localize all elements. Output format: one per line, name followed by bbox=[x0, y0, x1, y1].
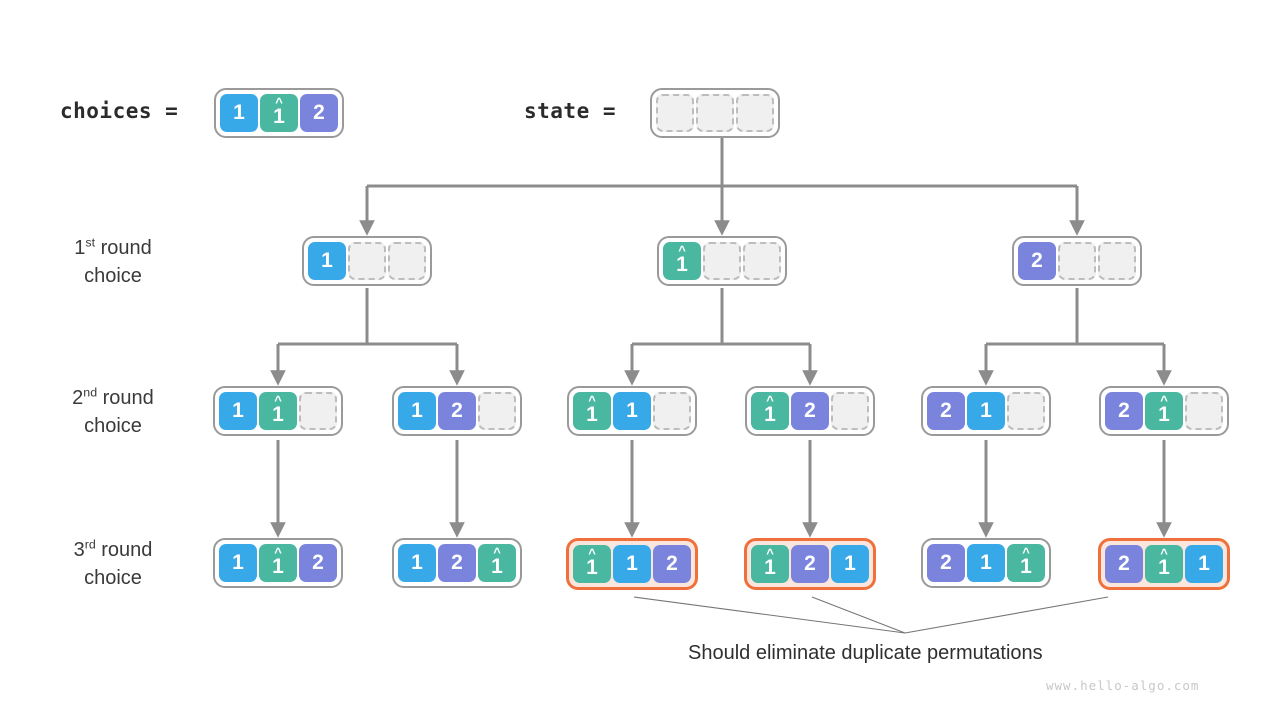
row-label-round-2: 2nd round choice bbox=[72, 385, 154, 438]
array-cell-l1-1-1 bbox=[703, 242, 741, 280]
array-cell-l1-2-0: 2 bbox=[1018, 242, 1056, 280]
state-cell-2 bbox=[736, 94, 774, 132]
array-cell-l2-4-1: 1 bbox=[967, 392, 1005, 430]
array-cell-l3-3-0: ^1 bbox=[751, 545, 789, 583]
tree-node-l1-0: 1 bbox=[302, 236, 432, 286]
array-cell-l1-0-2 bbox=[388, 242, 426, 280]
array-cell-l3-0-0: 1 bbox=[219, 544, 257, 582]
row-label-round-1: 1st round choice bbox=[74, 235, 152, 288]
array-cell-l1-2-2 bbox=[1098, 242, 1136, 280]
array-cell-l2-4-2 bbox=[1007, 392, 1045, 430]
choices-array: 1 ^1 2 bbox=[214, 88, 344, 138]
array-cell-l2-1-2 bbox=[478, 392, 516, 430]
array-cell-l2-3-0: ^1 bbox=[751, 392, 789, 430]
leader-lines bbox=[633, 596, 1109, 634]
state-cell-0 bbox=[656, 94, 694, 132]
array-cell-l3-2-1: 1 bbox=[613, 545, 651, 583]
array-cell-l3-5-2: 1 bbox=[1185, 545, 1223, 583]
tree-node-l2-0: 1^1 bbox=[213, 386, 343, 436]
watermark: www.hello-algo.com bbox=[1046, 678, 1200, 693]
array-cell-l2-1-1: 2 bbox=[438, 392, 476, 430]
array-cell-l2-0-2 bbox=[299, 392, 337, 430]
array-cell-l2-2-0: ^1 bbox=[573, 392, 611, 430]
array-cell-l3-3-1: 2 bbox=[791, 545, 829, 583]
array-cell-l3-1-1: 2 bbox=[438, 544, 476, 582]
array-cell-l3-0-2: 2 bbox=[299, 544, 337, 582]
choices-cell-2: 2 bbox=[300, 94, 338, 132]
array-cell-l3-4-2: ^1 bbox=[1007, 544, 1045, 582]
array-cell-l2-3-1: 2 bbox=[791, 392, 829, 430]
choices-cell-1: ^1 bbox=[260, 94, 298, 132]
array-cell-l2-5-0: 2 bbox=[1105, 392, 1143, 430]
tree-node-l2-5: 2^1 bbox=[1099, 386, 1229, 436]
array-cell-l2-1-0: 1 bbox=[398, 392, 436, 430]
array-cell-l2-4-0: 2 bbox=[927, 392, 965, 430]
array-cell-l1-2-1 bbox=[1058, 242, 1096, 280]
array-cell-l3-1-2: ^1 bbox=[478, 544, 516, 582]
array-cell-l3-4-1: 1 bbox=[967, 544, 1005, 582]
row-label-round-3: 3rd round choice bbox=[73, 537, 153, 590]
tree-node-l1-1: ^1 bbox=[657, 236, 787, 286]
choices-label: choices = bbox=[60, 99, 179, 123]
array-cell-l2-5-2 bbox=[1185, 392, 1223, 430]
state-label: state = bbox=[524, 99, 617, 123]
array-cell-l1-0-1 bbox=[348, 242, 386, 280]
array-cell-l3-5-0: 2 bbox=[1105, 545, 1143, 583]
array-cell-l3-4-0: 2 bbox=[927, 544, 965, 582]
array-cell-l1-1-0: ^1 bbox=[663, 242, 701, 280]
array-cell-l2-2-1: 1 bbox=[613, 392, 651, 430]
array-cell-l2-3-2 bbox=[831, 392, 869, 430]
array-cell-l2-2-2 bbox=[653, 392, 691, 430]
choices-cell-0: 1 bbox=[220, 94, 258, 132]
array-cell-l2-5-1: ^1 bbox=[1145, 392, 1183, 430]
state-array bbox=[650, 88, 780, 138]
array-cell-l3-0-1: ^1 bbox=[259, 544, 297, 582]
array-cell-l3-2-0: ^1 bbox=[573, 545, 611, 583]
array-cell-l2-0-0: 1 bbox=[219, 392, 257, 430]
array-cell-l3-2-2: 2 bbox=[653, 545, 691, 583]
state-cell-1 bbox=[696, 94, 734, 132]
tree-node-l1-2: 2 bbox=[1012, 236, 1142, 286]
array-cell-l3-1-0: 1 bbox=[398, 544, 436, 582]
caption-text: Should eliminate duplicate permutations bbox=[688, 642, 1043, 664]
array-cell-l3-5-1: ^1 bbox=[1145, 545, 1183, 583]
array-cell-l3-3-2: 1 bbox=[831, 545, 869, 583]
array-cell-l2-0-1: ^1 bbox=[259, 392, 297, 430]
array-cell-l1-1-2 bbox=[743, 242, 781, 280]
array-cell-l1-0-0: 1 bbox=[308, 242, 346, 280]
